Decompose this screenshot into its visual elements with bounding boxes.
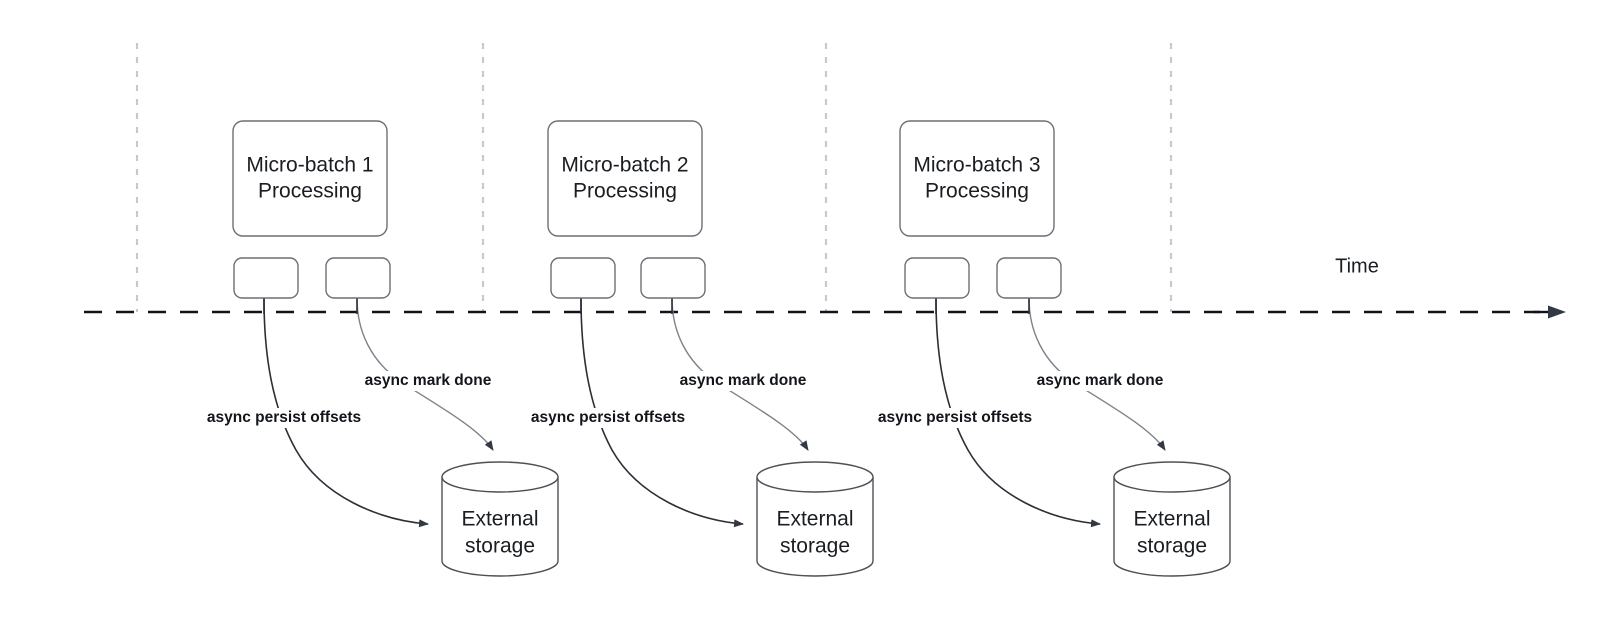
- storage-cylinder-body-3[interactable]: [1113, 477, 1231, 577]
- edge-label-persist-offsets-3: async persist offsets: [878, 409, 1032, 426]
- micro-batch-box-3-label-line2: Processing: [925, 180, 1029, 203]
- storage-cylinder-body-1[interactable]: [441, 477, 559, 577]
- boundary-lines: [135, 43, 1173, 312]
- micro-batch-box-1[interactable]: [232, 120, 388, 237]
- edge-persist-offsets-curve-2: [580, 297, 744, 528]
- micro-batch-box-2-label-line1: Micro-batch 2: [561, 154, 688, 177]
- edge-persist-offsets-curve-1: [263, 297, 429, 528]
- edge-label-persist-offsets-1: async persist offsets: [207, 409, 361, 426]
- micro-batch-box-3[interactable]: [899, 120, 1055, 237]
- task-box-persist-2[interactable]: [550, 257, 616, 299]
- edge-label-mark-done-3: async mark done: [1037, 372, 1164, 389]
- storage-label-1-line1: External: [461, 508, 538, 531]
- micro-batch-box-3-label-line1: Micro-batch 3: [913, 154, 1040, 177]
- micro-batch-box-1-label-line1: Micro-batch 1: [246, 154, 373, 177]
- storage-label-2-line1: External: [776, 508, 853, 531]
- micro-batch-box-2[interactable]: [547, 120, 703, 237]
- storage-cylinder-top-3: [1113, 461, 1231, 493]
- task-box-persist-3[interactable]: [904, 257, 970, 299]
- micro-batch-box-2-label-line2: Processing: [573, 180, 677, 203]
- edge-label-mark-done-2: async mark done: [680, 372, 807, 389]
- storage-cylinder-top-1: [441, 461, 559, 493]
- storage-label-3-line2: storage: [1137, 535, 1207, 558]
- micro-batch-group-1: Micro-batch 1 Processing async mark done…: [197, 120, 559, 577]
- edge-label-bg-persist-offsets-3: [868, 408, 1043, 428]
- edge-label-bg-mark-done-1: [357, 371, 499, 391]
- micro-batch-group-3: Micro-batch 3 Processing async mark done…: [868, 120, 1231, 577]
- time-axis-label: Time: [1335, 255, 1379, 277]
- edge-label-bg-persist-offsets-2: [521, 408, 696, 428]
- micro-batch-box-1-label-line2: Processing: [258, 180, 362, 203]
- task-box-mark-2[interactable]: [640, 257, 706, 299]
- storage-cylinder-body-2[interactable]: [756, 477, 874, 577]
- edge-label-bg-persist-offsets-1: [197, 408, 372, 428]
- task-box-persist-1[interactable]: [233, 257, 299, 299]
- edge-label-persist-offsets-2: async persist offsets: [531, 409, 685, 426]
- edge-persist-offsets-curve-3: [935, 297, 1101, 528]
- storage-label-2-line2: storage: [780, 535, 850, 558]
- micro-batch-group-2: Micro-batch 2 Processing async mark done…: [521, 120, 874, 577]
- task-box-mark-3[interactable]: [996, 257, 1062, 299]
- timeline-arrow-head: [1548, 305, 1566, 319]
- storage-cylinder-top-2: [756, 461, 874, 493]
- timeline-axis: [84, 305, 1566, 319]
- edge-label-bg-mark-done-3: [1029, 371, 1171, 391]
- storage-label-3-line1: External: [1133, 508, 1210, 531]
- storage-label-1-line2: storage: [465, 535, 535, 558]
- edge-label-mark-done-1: async mark done: [365, 372, 492, 389]
- edge-label-bg-mark-done-2: [672, 371, 814, 391]
- task-box-mark-1[interactable]: [325, 257, 391, 299]
